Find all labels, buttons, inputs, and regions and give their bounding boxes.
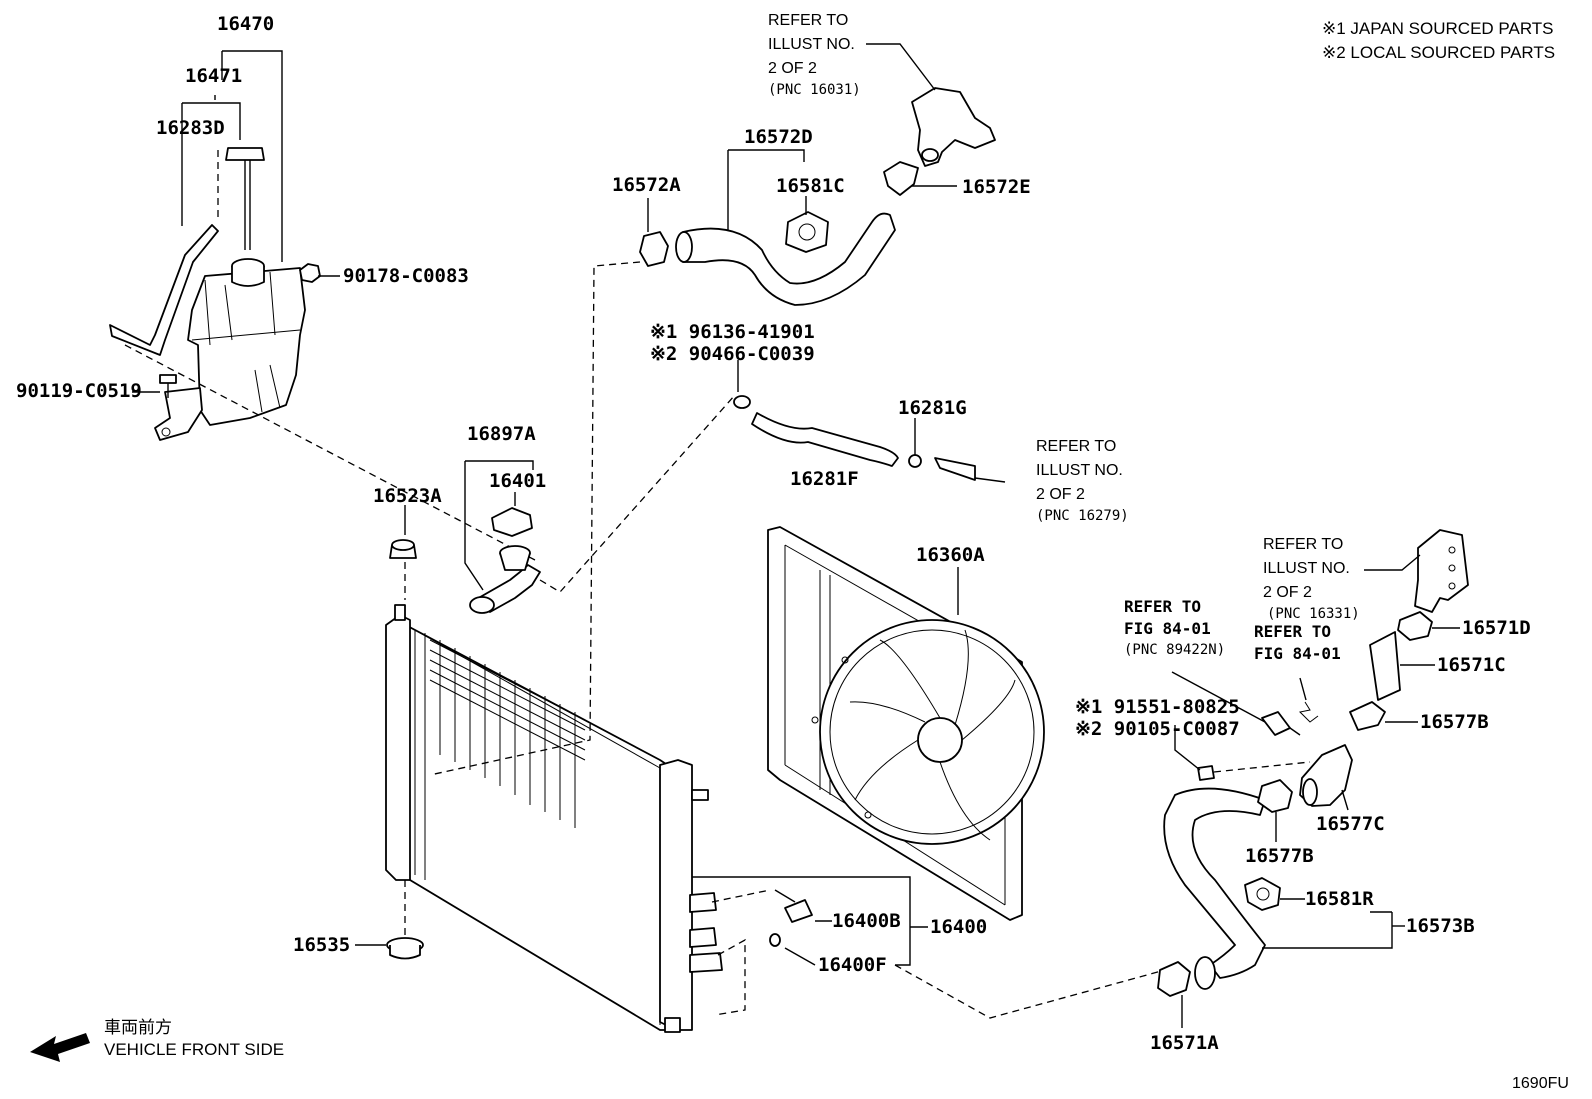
ref2-line4: (PNC 16279) xyxy=(1036,508,1129,524)
ref2-line2: ILLUST NO. xyxy=(1036,462,1123,479)
label-90105-C0087: ※2 90105-C0087 xyxy=(1075,718,1240,740)
ref1-line4: (PNC 16031) xyxy=(768,82,861,98)
fan-shroud-16360A[interactable] xyxy=(767,526,1045,921)
figure-id: 1690FU xyxy=(1512,1075,1569,1092)
ref5-line1: REFER TO xyxy=(1254,622,1331,641)
label-16577B-upper: 16577B xyxy=(1420,711,1489,733)
pipe-16279[interactable] xyxy=(934,457,1006,483)
label-91551-80825: ※1 91551-80825 xyxy=(1075,696,1240,718)
bolt-91551[interactable] xyxy=(1197,765,1215,781)
clamp-16572A[interactable] xyxy=(639,231,669,267)
legend-japan-sourced: ※1 JAPAN SOURCED PARTS xyxy=(1322,19,1554,38)
label-96136-41901: ※1 96136-41901 xyxy=(650,321,815,343)
ref3-line3: 2 OF 2 xyxy=(1263,584,1312,601)
sensor-89422N[interactable] xyxy=(1261,711,1301,736)
label-90119-C0519: 90119-C0519 xyxy=(16,380,142,402)
ref4-line1: REFER TO xyxy=(1124,597,1201,616)
reference-note-16031: REFER TO ILLUST NO. 2 OF 2 (PNC 16031) xyxy=(768,12,861,98)
label-16400F: 16400F xyxy=(818,954,887,976)
o-ring-16400F[interactable] xyxy=(769,933,781,947)
label-16471: 16471 xyxy=(185,65,242,87)
label-16535: 16535 xyxy=(293,934,350,956)
ref5-line2: FIG 84-01 xyxy=(1254,644,1341,663)
reference-note-16279: REFER TO ILLUST NO. 2 OF 2 (PNC 16279) xyxy=(1036,438,1129,524)
lower-hose-16573B[interactable] xyxy=(1163,787,1266,990)
ref1-line2: ILLUST NO. xyxy=(768,36,855,53)
drain-cock-16400B[interactable] xyxy=(774,889,813,923)
label-16281G: 16281G xyxy=(898,397,967,419)
label-16572E: 16572E xyxy=(962,176,1031,198)
hose-16571C[interactable] xyxy=(1369,631,1401,701)
label-16577B-lower: 16577B xyxy=(1245,845,1314,867)
label-16571A: 16571A xyxy=(1150,1032,1219,1054)
label-16360A: 16360A xyxy=(916,544,985,566)
label-16470: 16470 xyxy=(217,13,274,35)
radiator-cap-16401[interactable] xyxy=(491,507,533,537)
label-90466-C0039: ※2 90466-C0039 xyxy=(650,343,815,365)
ref3-line4: (PNC 16331) xyxy=(1267,606,1360,622)
clamp-16571A[interactable] xyxy=(1157,961,1191,997)
clamp-16577B-lower[interactable] xyxy=(1257,779,1293,813)
label-16400B: 16400B xyxy=(832,910,901,932)
radiator[interactable] xyxy=(385,604,723,1033)
label-16572D: 16572D xyxy=(744,126,813,148)
filler-neck-16897A[interactable] xyxy=(469,545,541,614)
pipe-16577C[interactable] xyxy=(1299,744,1353,807)
label-16573B: 16573B xyxy=(1406,915,1475,937)
reference-note-fig-84-01: REFER TO FIG 84-01 xyxy=(1254,622,1341,663)
legend-local-sourced: ※2 LOCAL SOURCED PARTS xyxy=(1322,43,1555,62)
gasket-16581R[interactable] xyxy=(1244,877,1281,911)
vehicle-front-jp: 車両前方 xyxy=(104,1018,172,1037)
nut-90178[interactable] xyxy=(299,263,321,283)
label-90178-C0083: 90178-C0083 xyxy=(343,265,469,287)
ref2-line1: REFER TO xyxy=(1036,438,1116,455)
ref1-line3: 2 OF 2 xyxy=(768,60,817,77)
level-gauge[interactable] xyxy=(225,147,265,250)
label-16571D: 16571D xyxy=(1462,617,1531,639)
ref3-line2: ILLUST NO. xyxy=(1263,560,1350,577)
water-outlet-16031[interactable] xyxy=(911,87,996,167)
clamp-16571D[interactable] xyxy=(1397,611,1433,641)
water-inlet-16331[interactable] xyxy=(1414,529,1469,613)
label-16577C: 16577C xyxy=(1316,813,1385,835)
clip-fig-84-01[interactable] xyxy=(1298,701,1319,723)
reference-note-89422N: REFER TO FIG 84-01 (PNC 89422N) xyxy=(1124,597,1225,658)
label-16281F: 16281F xyxy=(790,468,859,490)
bypass-hose-16281F[interactable] xyxy=(751,412,899,467)
cushion-16535[interactable] xyxy=(386,937,424,960)
clamp-16572E[interactable] xyxy=(883,161,919,196)
reservoir-tank[interactable] xyxy=(154,258,306,441)
ref4-line3: (PNC 89422N) xyxy=(1124,642,1225,658)
upper-hose-16572D[interactable] xyxy=(675,212,896,306)
label-16581R: 16581R xyxy=(1305,888,1374,910)
reservoir-hose[interactable] xyxy=(109,224,219,356)
clamp-16577B-upper[interactable] xyxy=(1349,701,1386,731)
vehicle-front-en: VEHICLE FRONT SIDE xyxy=(104,1040,284,1059)
label-16400: 16400 xyxy=(930,916,987,938)
ref3-line1: REFER TO xyxy=(1263,536,1343,553)
label-16897A: 16897A xyxy=(467,423,536,445)
label-16572A: 16572A xyxy=(612,174,681,196)
clamp-96136[interactable] xyxy=(733,395,751,409)
label-16523A: 16523A xyxy=(373,485,442,507)
label-16581C: 16581C xyxy=(776,175,845,197)
ref2-line3: 2 OF 2 xyxy=(1036,486,1085,503)
gasket-16581C[interactable] xyxy=(785,211,829,253)
bolt-90119[interactable] xyxy=(159,374,177,398)
vehicle-front-arrow-icon xyxy=(30,1033,90,1062)
label-16283D: 16283D xyxy=(156,117,225,139)
ref1-line1: REFER TO xyxy=(768,12,848,29)
ref4-line2: FIG 84-01 xyxy=(1124,619,1211,638)
label-16401: 16401 xyxy=(489,470,546,492)
cushion-16523A[interactable] xyxy=(389,539,417,559)
label-16571C: 16571C xyxy=(1437,654,1506,676)
clamp-16281G[interactable] xyxy=(908,454,922,468)
reference-note-16331: REFER TO ILLUST NO. 2 OF 2 (PNC 16331) xyxy=(1263,536,1360,622)
